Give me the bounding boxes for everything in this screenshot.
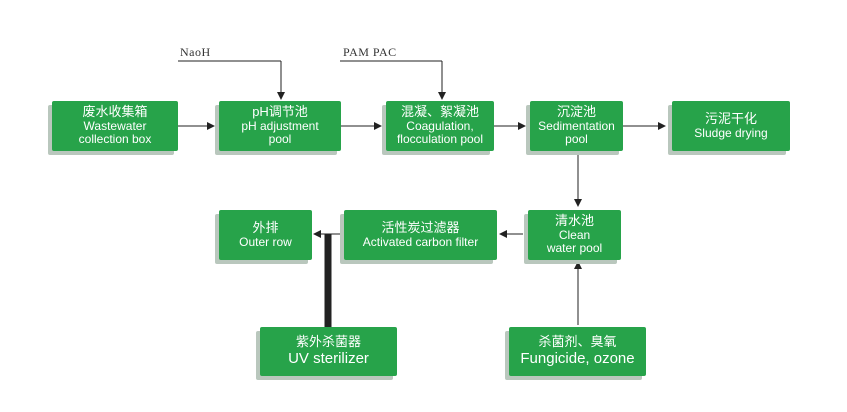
box-coagulation: 混凝、絮凝池 Coagulation, flocculation pool [386, 101, 494, 151]
box-sludge-drying: 污泥干化 Sludge drying [672, 101, 790, 151]
box-uv-sterilizer: 紫外杀菌器 UV sterilizer [260, 327, 397, 376]
clean-en-2: water pool [546, 241, 603, 256]
box-fungicide-ozone: 杀菌剂、臭氧 Fungicide, ozone [509, 327, 646, 376]
box-ph-adjustment: pH调节池 pH adjustment pool [219, 101, 341, 151]
box-clean-water: 清水池 Clean water pool [528, 210, 621, 260]
sludge-en-1: Sludge drying [694, 125, 768, 140]
ph-en-2: pool [268, 132, 292, 147]
ph-zh: pH调节池 [252, 103, 308, 119]
carbon-zh: 活性炭过滤器 [381, 219, 460, 235]
fungicide-zh: 杀菌剂、臭氧 [538, 334, 617, 350]
coag-en-1: Coagulation, [406, 118, 474, 133]
outer-en-1: Outer row [239, 234, 292, 249]
outer-zh: 外排 [252, 219, 279, 235]
collection-en-1: Wastewater [83, 118, 147, 133]
coag-en-2: flocculation pool [396, 132, 484, 147]
sludge-zh: 污泥干化 [704, 110, 757, 126]
ph-en-1: pH adjustment [241, 118, 319, 133]
clean-zh: 清水池 [554, 212, 594, 228]
pam-pac-label: PAM PAC [343, 45, 397, 59]
carbon-en-1: Activated carbon filter [362, 234, 479, 249]
box-activated-carbon: 活性炭过滤器 Activated carbon filter [344, 210, 497, 260]
fungicide-en-1: Fungicide, ozone [520, 350, 635, 368]
naoh-label: NaoH [180, 45, 211, 59]
uv-en-1: UV sterilizer [288, 350, 369, 368]
uv-zh: 紫外杀菌器 [295, 334, 361, 350]
sed-zh: 沉淀池 [556, 103, 596, 119]
box-sedimentation: 沉淀池 Sedimentation pool [530, 101, 623, 151]
coag-zh: 混凝、絮凝池 [400, 103, 479, 119]
collection-zh: 废水收集箱 [82, 103, 148, 119]
sed-en-1: Sedimentation [538, 118, 615, 133]
box-wastewater-collection: 废水收集箱 Wastewater collection box [52, 101, 178, 151]
sed-en-2: pool [565, 132, 588, 147]
collection-en-2: collection box [78, 132, 152, 147]
clean-en-1: Clean [558, 227, 591, 242]
box-outer-row: 外排 Outer row [219, 210, 312, 260]
